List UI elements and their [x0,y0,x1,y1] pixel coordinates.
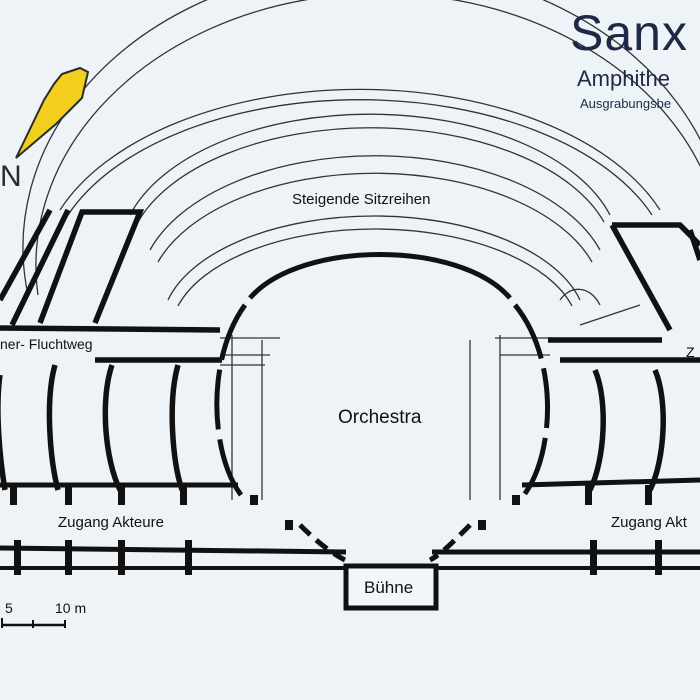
actors-access-left-label: Zugang Akteure [58,514,164,531]
stage-label: Bühne [364,578,414,597]
seat-rows [22,0,700,500]
actors-access-right-label: Zugang Akt [611,514,687,531]
seats-label: Steigende Sitzreihen [292,191,431,208]
scale-tick-5: 5 [5,600,13,616]
access-right-label: Z [686,344,695,360]
orchestra-label: Orchestra [338,407,422,428]
scale-tick-10: 10 m [55,600,87,616]
radial-walls-right [548,222,700,492]
pillars [10,485,662,575]
page-title: Sanx [570,5,688,61]
radial-walls-left [0,208,222,492]
north-arrow-icon [15,66,90,159]
scale-bar [1,618,66,628]
escape-route-label: ner- Fluchtweg [0,336,93,352]
stage-box [343,563,439,611]
page-subsubtitle: Ausgrabungsbe [580,96,672,111]
page-subtitle: Amphithe [577,66,670,91]
north-label: N [0,160,22,193]
